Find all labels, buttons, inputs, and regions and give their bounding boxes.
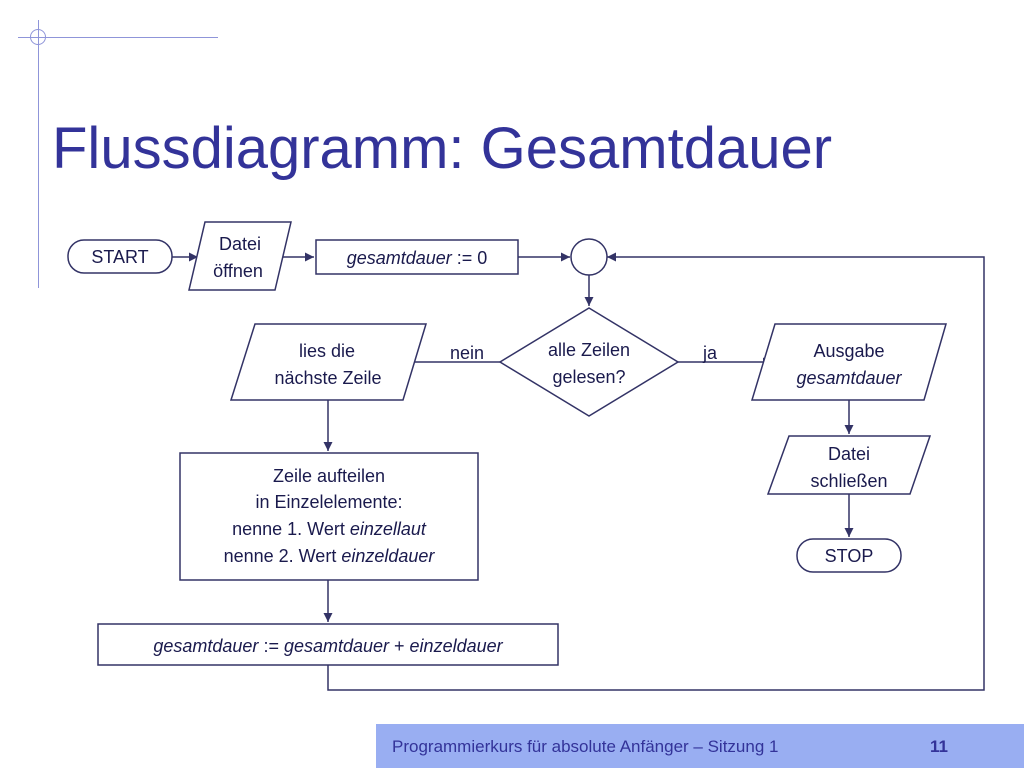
sum-var-3: einzeldauer	[410, 636, 504, 656]
start-node: START	[67, 239, 173, 274]
split-line-2: in Einzelelemente:	[255, 492, 402, 512]
arrow-loop-back	[327, 252, 985, 691]
close-file-node: Datei schließen	[766, 435, 932, 495]
close-file-line-1: Datei	[828, 444, 870, 464]
output-line-2: gesamtdauer	[796, 368, 902, 388]
flowchart: START Datei öffnen gesamtdauer := 0 alle…	[67, 221, 985, 691]
split-line-node: Zeile aufteilen in Einzelelemente: nenne…	[179, 452, 479, 581]
no-label: nein	[450, 343, 484, 363]
sum-var-2: gesamtdauer	[284, 636, 390, 656]
open-file-node: Datei öffnen	[188, 221, 292, 291]
open-file-line-2: öffnen	[213, 261, 263, 281]
yes-label: ja	[702, 343, 718, 363]
stop-node: STOP	[796, 538, 902, 573]
split-line-4: nenne 2. Wert einzeldauer	[224, 546, 436, 566]
decorative-line-vertical	[38, 20, 39, 288]
sum-label: gesamtdauer := gesamtdauer + einzeldauer	[153, 636, 503, 656]
init-op: := 0	[452, 248, 488, 268]
sum-node: gesamtdauer := gesamtdauer + einzeldauer	[97, 623, 559, 666]
output-node: Ausgabe gesamtdauer	[750, 323, 947, 401]
init-node: gesamtdauer := 0	[315, 239, 519, 275]
sum-var-1: gesamtdauer	[153, 636, 259, 656]
decorative-crosshair-circle	[30, 29, 46, 45]
init-label: gesamtdauer := 0	[347, 248, 488, 268]
close-file-line-2: schließen	[810, 471, 887, 491]
decision-node: alle Zeilen gelesen?	[498, 307, 680, 417]
read-line-line-1: lies die	[299, 341, 355, 361]
decorative-line-horizontal	[18, 37, 218, 38]
footer-bar: Programmierkurs für absolute Anfänger – …	[376, 724, 1024, 768]
decision-line-2: gelesen?	[552, 367, 625, 387]
read-line-node: lies die nächste Zeile	[229, 323, 428, 401]
output-line-1: Ausgabe	[813, 341, 884, 361]
split-line-4-var: einzeldauer	[341, 546, 435, 566]
footer-text: Programmierkurs für absolute Anfänger – …	[392, 737, 779, 756]
page-number: 11	[930, 737, 948, 756]
stop-label: STOP	[825, 546, 874, 566]
split-line-3-var: einzellaut	[350, 519, 427, 539]
start-label: START	[91, 247, 148, 267]
read-line-line-2: nächste Zeile	[274, 368, 381, 388]
slide-title: Flussdiagramm: Gesamtdauer	[52, 116, 833, 181]
split-line-1: Zeile aufteilen	[273, 466, 385, 486]
open-file-line-1: Datei	[219, 234, 261, 254]
junction-node	[570, 238, 608, 276]
sum-op-1: :=	[258, 636, 284, 656]
split-line-3-prefix: nenne 1. Wert	[232, 519, 350, 539]
decision-line-1: alle Zeilen	[548, 340, 630, 360]
split-line-4-prefix: nenne 2. Wert	[224, 546, 342, 566]
sum-op-2: +	[389, 636, 410, 656]
split-line-3: nenne 1. Wert einzellaut	[232, 519, 427, 539]
init-var: gesamtdauer	[347, 248, 453, 268]
